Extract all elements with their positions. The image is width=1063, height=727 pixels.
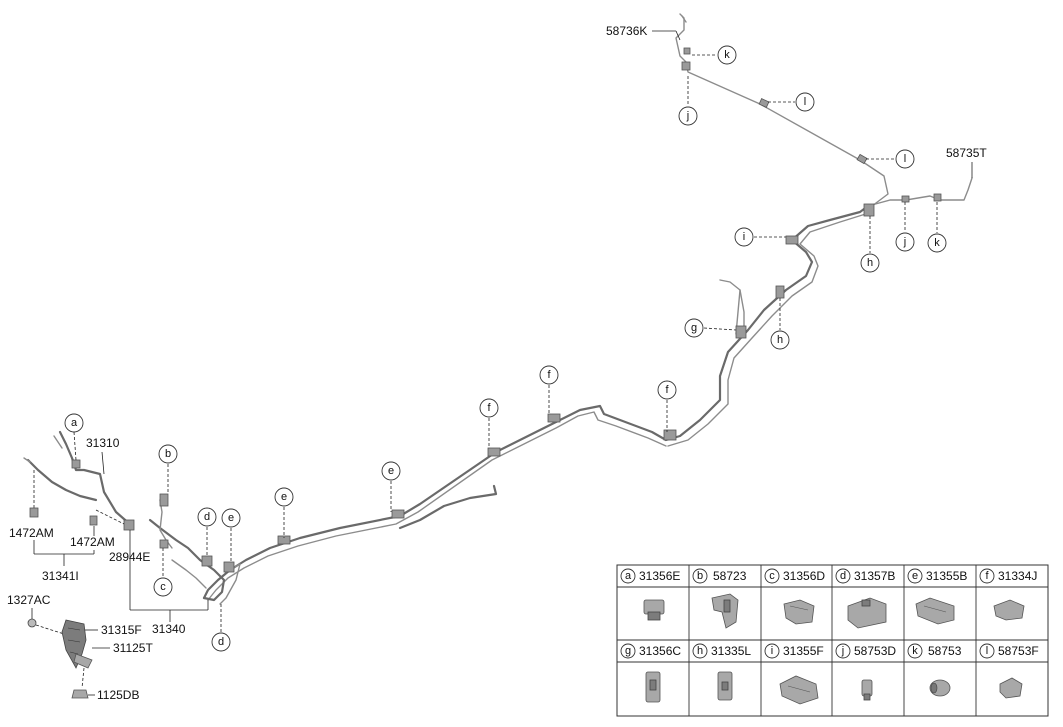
letter-f-right: f — [665, 384, 669, 396]
label-58736K: 58736K — [606, 24, 647, 38]
legend-part-j: 58753D — [854, 644, 896, 658]
legend-part-i: 31355F — [783, 644, 824, 658]
callout-letters: k j l l i h j k h g — [64, 45, 947, 652]
fuel-line-assembly — [23, 13, 973, 605]
label-1125DB: 1125DB — [97, 688, 139, 702]
label-31340: 31340 — [152, 622, 186, 636]
legend-image-58753F — [999, 677, 1023, 699]
legend-cell-i: i 31355F — [764, 643, 824, 659]
legend-image-58723 — [711, 593, 739, 629]
legend-cell-l: l 58753F — [979, 643, 1039, 659]
letter-d-lower: d — [218, 636, 224, 648]
legend-image-31356D — [783, 599, 815, 625]
legend-image-31356E — [643, 599, 665, 621]
bracket-31125T — [73, 653, 93, 669]
legend-letter-l: l — [986, 645, 988, 657]
legend-part-g: 31356C — [639, 644, 681, 658]
legend-cell-h: h 31335L — [692, 643, 751, 659]
legend-letter-a: a — [625, 570, 632, 582]
legend-cell-b: b 58723 — [692, 568, 747, 584]
label-31125T: 31125T — [113, 641, 153, 655]
tube-clips — [71, 47, 942, 573]
legend-image-31355F — [779, 675, 819, 705]
legend-letter-b: b — [697, 570, 703, 582]
legend-image-31335L — [717, 671, 733, 701]
letter-h-middle: h — [777, 334, 783, 346]
letter-j-right: j — [903, 236, 906, 248]
legend-letter-j: j — [841, 645, 844, 657]
label-58735T: 58735T — [946, 146, 987, 160]
letter-l-upper: l — [804, 96, 806, 108]
legend-letter-g: g — [625, 645, 631, 657]
legend-image-58753 — [929, 679, 951, 697]
legend-part-c: 31356D — [783, 569, 825, 583]
legend-letter-f: f — [985, 570, 989, 582]
legend-part-l: 58753F — [998, 644, 1039, 658]
legend-letter-h: h — [697, 645, 703, 657]
legend-part-k: 58753 — [928, 644, 962, 658]
legend-letter-k: k — [912, 645, 918, 657]
legend-cell-k: k 58753 — [907, 643, 962, 659]
legend-letter-i: i — [771, 645, 773, 657]
letter-i: i — [743, 231, 745, 243]
letter-b: b — [165, 448, 171, 460]
legend-cell-e: e 31355B — [907, 568, 967, 584]
letter-f-left: f — [487, 402, 491, 414]
label-1472AM-left: 1472AM — [9, 526, 54, 540]
legend-part-h: 31335L — [711, 644, 751, 658]
letter-e-left: e — [228, 512, 234, 524]
legend-cell-f: f 31334J — [979, 568, 1037, 584]
legend-part-f: 31334J — [998, 569, 1037, 583]
legend-cell-c: c 31356D — [764, 568, 825, 584]
letter-l-lower: l — [904, 153, 906, 165]
bolt-1125DB-icon — [71, 689, 89, 699]
legend-cell-a: a 31356E — [620, 568, 680, 584]
letter-f-middle: f — [547, 369, 551, 381]
label-31341I: 31341I — [42, 569, 79, 583]
letter-d-upper: d — [204, 511, 210, 523]
legend-cell-d: d 31357B — [835, 568, 895, 584]
legend-image-31357B — [847, 597, 887, 629]
letter-k-right: k — [934, 237, 940, 249]
legend-letter-e: e — [912, 570, 918, 582]
letter-c: c — [160, 581, 166, 593]
label-31310: 31310 — [86, 436, 120, 450]
label-1327AC: 1327AC — [7, 593, 51, 607]
legend-part-d: 31357B — [854, 569, 895, 583]
letter-e-middle: e — [388, 465, 394, 477]
parts-legend-table: a 31356E b 58723 c 31356D d 31357B e 313… — [616, 564, 1049, 717]
legend-cell-j: j 58753D — [835, 643, 896, 659]
letter-h-right: h — [867, 257, 873, 269]
letter-a: a — [71, 417, 78, 429]
legend-part-a: 31356E — [639, 569, 680, 583]
letter-e-leftmid: e — [281, 491, 287, 503]
legend-letter-c: c — [769, 570, 775, 582]
bolt-1327AC-icon — [27, 618, 37, 628]
legend-image-31355B — [915, 597, 955, 625]
letter-g: g — [691, 322, 697, 334]
legend-image-58753D — [861, 679, 873, 701]
label-31315F: 31315F — [101, 623, 142, 637]
legend-image-31334J — [993, 599, 1025, 621]
legend-letter-d: d — [840, 570, 846, 582]
part-number-labels: 58736K 58735T 31310 1472AM 1472AM 31341I… — [7, 24, 987, 702]
legend-part-b: 58723 — [713, 569, 747, 583]
legend-image-31356C — [645, 671, 661, 703]
letter-k-top: k — [724, 49, 730, 61]
legend-cell-g: g 31356C — [620, 643, 681, 659]
label-1472AM-right: 1472AM — [70, 535, 115, 549]
letter-j-top: j — [686, 110, 689, 122]
legend-part-e: 31355B — [926, 569, 967, 583]
